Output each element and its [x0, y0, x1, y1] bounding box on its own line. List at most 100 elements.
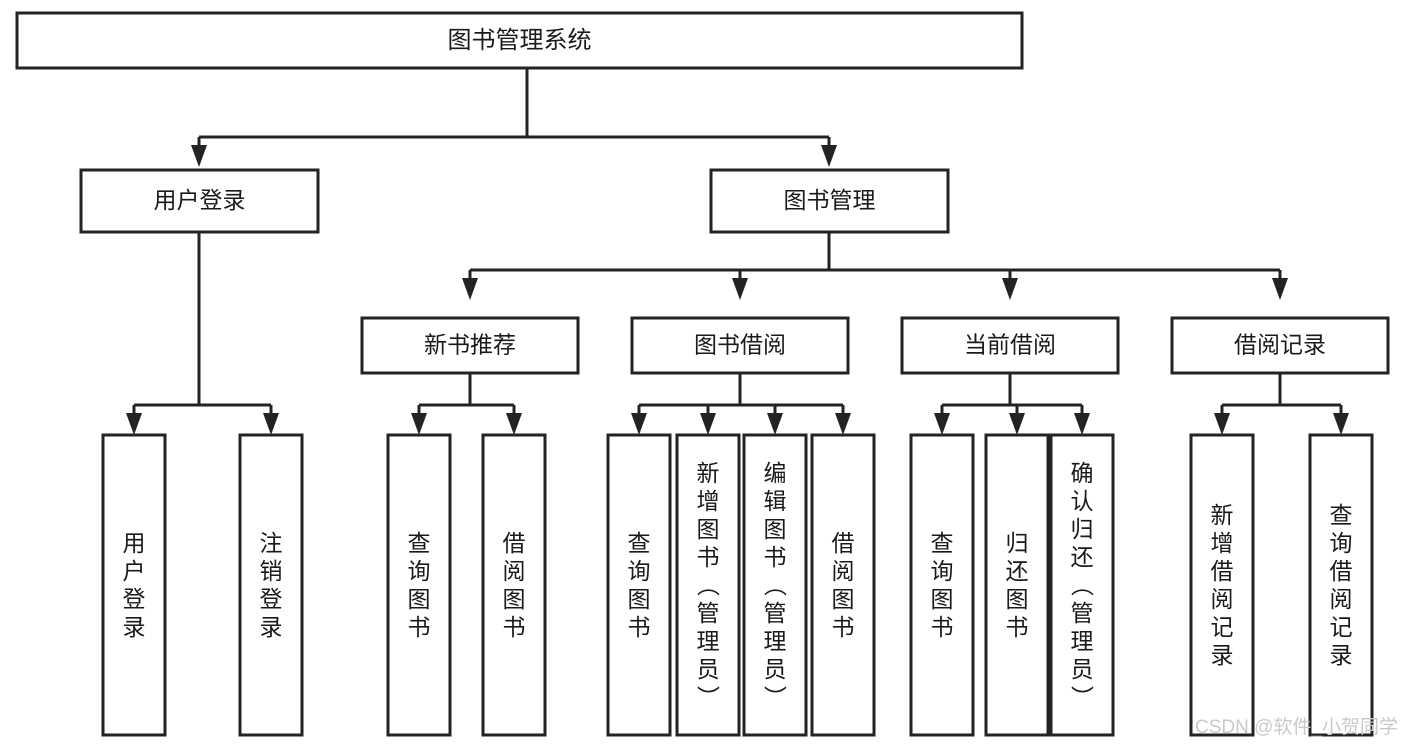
node-user-login[interactable]: 用户登录 [79, 168, 320, 234]
svg-text:新: 新 [697, 460, 720, 486]
svg-text:录: 录 [1211, 642, 1234, 668]
node-box-leaf-add-borrow-record [1189, 433, 1255, 737]
node-label-current-borrow: 当前借阅 [964, 332, 1056, 358]
svg-text:员: 员 [1071, 656, 1094, 682]
node-box-leaf-query-book-recommend [386, 433, 452, 737]
svg-text:管: 管 [1071, 600, 1094, 626]
node-box-root [15, 11, 1024, 70]
svg-text:新: 新 [1211, 502, 1234, 528]
node-box-borrow-record [1170, 316, 1390, 375]
node-new-book-recommend[interactable]: 新书推荐 [360, 316, 580, 375]
svg-text:理: 理 [764, 628, 787, 654]
svg-text:查: 查 [628, 530, 651, 556]
node-current-borrow[interactable]: 当前借阅 [900, 316, 1120, 375]
svg-text:书: 书 [832, 614, 855, 640]
node-leaf-user-login[interactable]: 用户登录 [101, 433, 167, 737]
connector-new-book-recommend [411, 373, 522, 435]
svg-text:阅: 阅 [1330, 586, 1353, 612]
node-label-book-management: 图书管理 [784, 187, 876, 213]
svg-text:录: 录 [1330, 642, 1353, 668]
svg-text:增: 增 [697, 488, 720, 514]
svg-text:图: 图 [628, 586, 651, 612]
node-box-new-book-recommend [360, 316, 580, 375]
svg-text:图: 图 [503, 586, 526, 612]
node-box-leaf-query-borrow-record [1308, 433, 1374, 737]
node-layer: 图书管理系统用户登录图书管理新书推荐图书借阅当前借阅借阅记录用户登录注销登录查询… [15, 11, 1390, 737]
svg-text:员: 员 [764, 656, 787, 682]
svg-text:登: 登 [260, 586, 283, 612]
connector-user-login [126, 232, 279, 435]
svg-text:登: 登 [123, 586, 146, 612]
svg-text:借: 借 [1211, 558, 1234, 584]
node-book-borrow[interactable]: 图书借阅 [630, 316, 850, 375]
svg-text:员: 员 [697, 656, 720, 682]
svg-text:认: 认 [1071, 488, 1094, 514]
svg-text:（: （ [762, 573, 788, 596]
svg-text:还: 还 [1006, 558, 1029, 584]
svg-text:查: 查 [1330, 502, 1353, 528]
svg-text:录: 录 [260, 614, 283, 640]
node-box-leaf-user-login [101, 433, 167, 737]
svg-text:书: 书 [503, 614, 526, 640]
csdn-watermark: CSDN @软件_小贺同学 [1195, 716, 1398, 738]
node-borrow-record[interactable]: 借阅记录 [1170, 316, 1390, 375]
node-book-management[interactable]: 图书管理 [709, 168, 950, 234]
svg-text:户: 户 [123, 558, 146, 584]
svg-text:书: 书 [628, 614, 651, 640]
svg-text:查: 查 [408, 530, 431, 556]
node-box-leaf-query-book-borrow [606, 433, 672, 737]
svg-text:用: 用 [123, 530, 146, 556]
svg-text:书: 书 [931, 614, 954, 640]
svg-text:阅: 阅 [832, 558, 855, 584]
svg-text:（: （ [695, 573, 721, 596]
connector-borrow-record [1214, 373, 1349, 435]
node-box-book-borrow [630, 316, 850, 375]
node-root[interactable]: 图书管理系统 [15, 11, 1024, 70]
svg-text:询: 询 [408, 558, 431, 584]
svg-text:图: 图 [832, 586, 855, 612]
svg-text:归: 归 [1006, 530, 1029, 556]
svg-text:管: 管 [764, 600, 787, 626]
svg-text:书: 书 [697, 544, 720, 570]
svg-text:管: 管 [697, 600, 720, 626]
node-box-leaf-borrow-book [810, 433, 876, 737]
svg-text:书: 书 [764, 544, 787, 570]
node-box-current-borrow [900, 316, 1120, 375]
node-label-leaf-user-login: 用户登录 [123, 530, 146, 640]
node-label-new-book-recommend: 新书推荐 [424, 332, 516, 358]
svg-text:理: 理 [697, 628, 720, 654]
svg-text:记: 记 [1211, 614, 1234, 640]
node-label-borrow-record: 借阅记录 [1234, 332, 1326, 358]
node-box-leaf-return-book [984, 433, 1050, 737]
svg-text:阅: 阅 [503, 558, 526, 584]
node-box-user-login [79, 168, 320, 234]
node-label-book-borrow: 图书借阅 [694, 332, 786, 358]
svg-text:询: 询 [628, 558, 651, 584]
svg-text:阅: 阅 [1211, 586, 1234, 612]
node-box-leaf-borrow-book-recommend [481, 433, 547, 737]
svg-text:录: 录 [123, 614, 146, 640]
svg-text:增: 增 [1211, 530, 1234, 556]
svg-text:借: 借 [1330, 558, 1353, 584]
svg-text:理: 理 [1071, 628, 1094, 654]
svg-text:辑: 辑 [764, 488, 787, 514]
node-label-root: 图书管理系统 [448, 27, 592, 54]
